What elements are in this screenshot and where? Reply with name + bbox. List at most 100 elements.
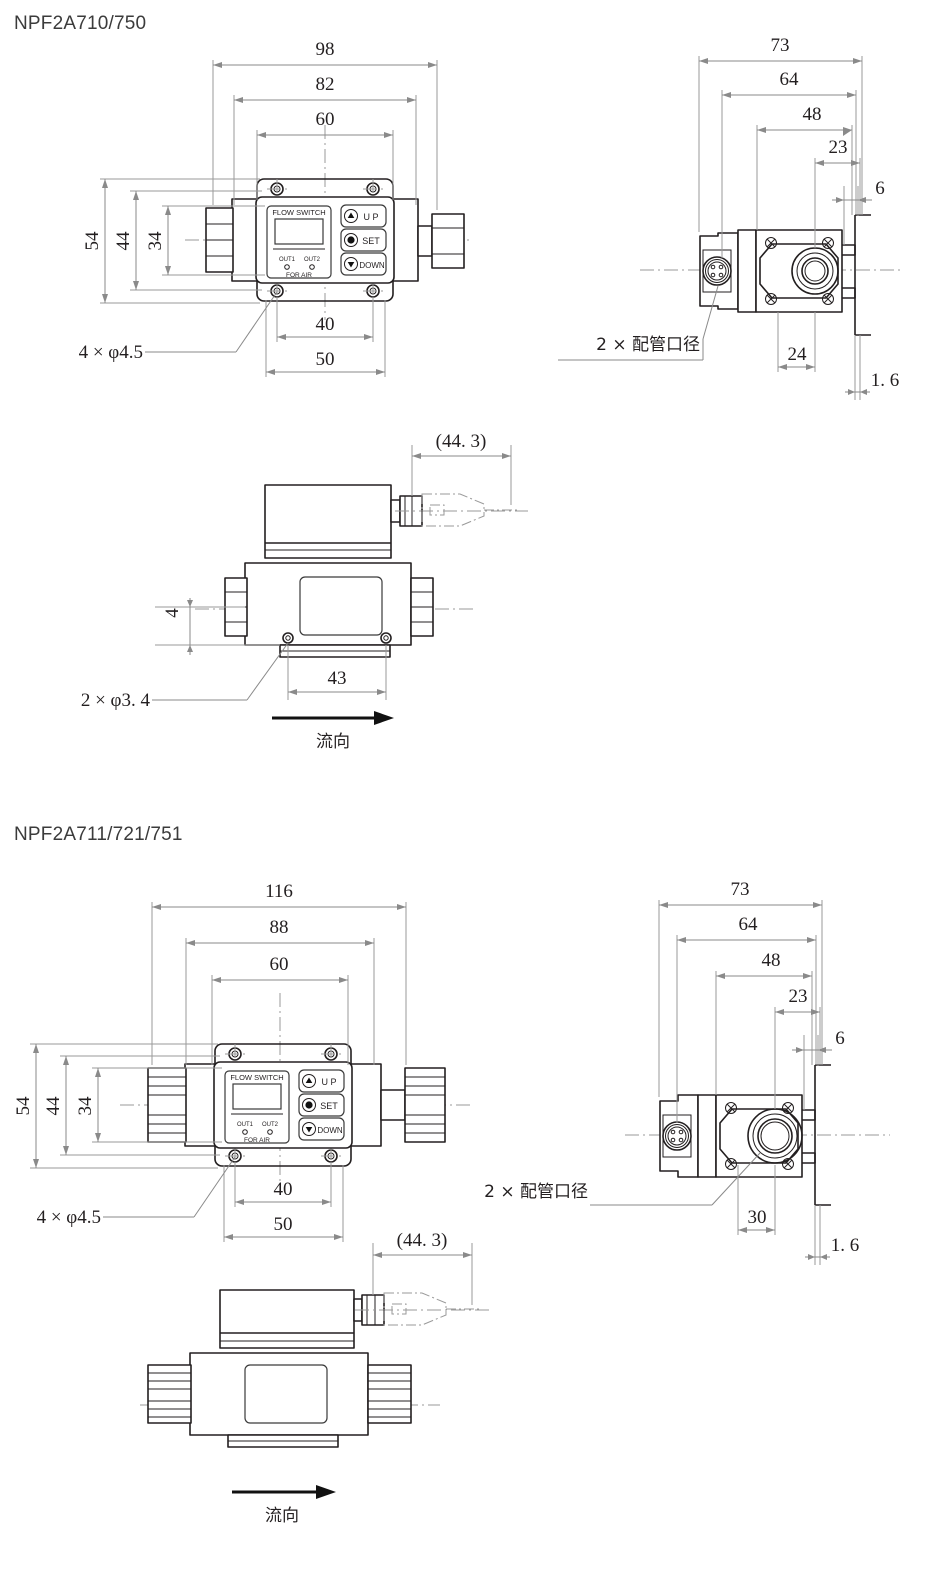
button-up[interactable]: U P bbox=[340, 204, 387, 228]
electronics-housing bbox=[219, 1289, 355, 1349]
dim-64: 64 bbox=[780, 69, 800, 90]
connector-m8 bbox=[702, 256, 732, 286]
dim-40: 40 bbox=[316, 314, 335, 335]
dim-23: 23 bbox=[829, 137, 848, 158]
connector-m8 bbox=[662, 1121, 692, 1151]
bracket-tab bbox=[842, 244, 856, 299]
button-down[interactable]: DOWN bbox=[298, 1117, 345, 1141]
flange-screw bbox=[765, 293, 777, 305]
front-view-1-dimensions: 98 82 60 54 44 bbox=[79, 39, 438, 377]
dim-82: 82 bbox=[316, 74, 335, 95]
top-view-1-dimensions: (44. 3) 4 43 2 × φ3. 4 流向 bbox=[81, 431, 512, 752]
dim-98: 98 bbox=[316, 39, 335, 60]
drawing-1-views: FLOW SWITCH OUT1 OUT2 FOR AIR U P SET bbox=[79, 35, 900, 752]
mounting-hole bbox=[321, 1044, 341, 1064]
side-view-2-dimensions: 73 64 48 23 6 bbox=[484, 879, 859, 1265]
button-down-label: DOWN bbox=[359, 261, 385, 270]
button-set[interactable]: SET bbox=[340, 228, 387, 252]
mounting-hole bbox=[363, 179, 383, 199]
lcd-display bbox=[274, 218, 324, 245]
mounting-hole bbox=[267, 179, 287, 199]
panel-brand-label: FLOW SWITCH bbox=[272, 208, 325, 217]
mounting-plate bbox=[214, 1043, 352, 1167]
lcd-display bbox=[232, 1083, 282, 1110]
dim-73: 73 bbox=[731, 879, 750, 900]
flange-screw bbox=[782, 1158, 794, 1170]
flange-screw bbox=[765, 237, 777, 249]
dim-6: 6 bbox=[835, 1028, 845, 1049]
note-2x-port-bore: 2 × 配管口径 bbox=[484, 1182, 588, 1202]
display-face bbox=[299, 576, 383, 636]
button-set[interactable]: SET bbox=[298, 1093, 345, 1117]
triangle-up-icon bbox=[347, 212, 355, 218]
front-view-1: FLOW SWITCH OUT1 OUT2 FOR AIR U P SET bbox=[185, 125, 470, 320]
dim-23: 23 bbox=[789, 986, 808, 1007]
dim-34: 34 bbox=[75, 1096, 96, 1116]
button-up-label: U P bbox=[321, 1077, 336, 1087]
note-2x-phi34: 2 × φ3. 4 bbox=[81, 690, 151, 711]
dim-60: 60 bbox=[316, 109, 335, 130]
panel-led1-label: OUT1 bbox=[279, 257, 296, 263]
triangle-down-icon bbox=[305, 1127, 313, 1133]
dim-43: 43 bbox=[328, 668, 347, 689]
flow-direction-label: 流向 bbox=[316, 732, 350, 752]
port-neck-right bbox=[380, 1089, 406, 1121]
dim-54: 54 bbox=[82, 231, 103, 251]
side-view-2 bbox=[625, 1064, 890, 1206]
dim-40: 40 bbox=[274, 1179, 293, 1200]
port-fitting-right bbox=[367, 1364, 412, 1424]
mounting-hole bbox=[225, 1044, 245, 1064]
flange-screw bbox=[725, 1158, 737, 1170]
dim-50: 50 bbox=[316, 349, 335, 370]
led-indicator-1 bbox=[242, 1129, 248, 1135]
flange-screw bbox=[822, 237, 834, 249]
button-up[interactable]: U P bbox=[298, 1069, 345, 1093]
triangle-up-icon bbox=[305, 1077, 313, 1083]
port-fitting-right bbox=[404, 1067, 446, 1143]
top-view-2: 流向 bbox=[140, 1289, 490, 1526]
dim-1-6: 1. 6 bbox=[871, 370, 900, 391]
dim-50: 50 bbox=[274, 1214, 293, 1235]
panel-led1-label: OUT1 bbox=[237, 1122, 254, 1128]
led-indicator-2 bbox=[309, 264, 315, 270]
dim-116: 116 bbox=[265, 881, 293, 902]
body-middle bbox=[697, 1094, 717, 1178]
port-neck-right bbox=[417, 225, 433, 257]
dim-30: 30 bbox=[748, 1207, 767, 1228]
dim-1-6: 1. 6 bbox=[831, 1235, 860, 1256]
note-4x-phi45: 4 × φ4.5 bbox=[79, 342, 143, 363]
panel-led2-label: OUT2 bbox=[262, 1122, 279, 1128]
dim-88: 88 bbox=[270, 917, 289, 938]
circle-icon bbox=[305, 1101, 313, 1109]
dim-73: 73 bbox=[771, 35, 790, 56]
dim-44: 44 bbox=[43, 1096, 64, 1116]
dim-60: 60 bbox=[270, 954, 289, 975]
button-set-label: SET bbox=[362, 236, 380, 246]
dim-44-3: (44. 3) bbox=[436, 431, 487, 452]
circle-icon bbox=[347, 236, 355, 244]
dim-4: 4 bbox=[162, 608, 183, 618]
dim-44: 44 bbox=[113, 231, 134, 251]
mounting-hole bbox=[380, 632, 392, 644]
dim-24: 24 bbox=[788, 344, 808, 365]
mating-cable-outline bbox=[421, 493, 485, 527]
led-indicator-2 bbox=[267, 1129, 273, 1135]
button-set-label: SET bbox=[320, 1101, 338, 1111]
button-down-label: DOWN bbox=[317, 1126, 343, 1135]
top-view-2-dimensions: (44. 3) bbox=[372, 1230, 473, 1305]
button-up-label: U P bbox=[363, 212, 378, 222]
panel-brand-label: FLOW SWITCH bbox=[230, 1073, 283, 1082]
port-fitting-left bbox=[147, 1364, 192, 1424]
dim-48: 48 bbox=[762, 950, 781, 971]
display-face bbox=[244, 1364, 328, 1424]
led-indicator-1 bbox=[284, 264, 290, 270]
flow-arrowhead-icon bbox=[374, 711, 394, 725]
flow-arrowhead-icon bbox=[316, 1485, 336, 1499]
panel-sub-label: FOR AIR bbox=[286, 272, 312, 279]
dim-64: 64 bbox=[739, 914, 759, 935]
body-middle bbox=[737, 229, 757, 313]
dim-6: 6 bbox=[875, 178, 885, 199]
top-view-1 bbox=[195, 484, 528, 658]
button-down[interactable]: DOWN bbox=[340, 252, 387, 276]
